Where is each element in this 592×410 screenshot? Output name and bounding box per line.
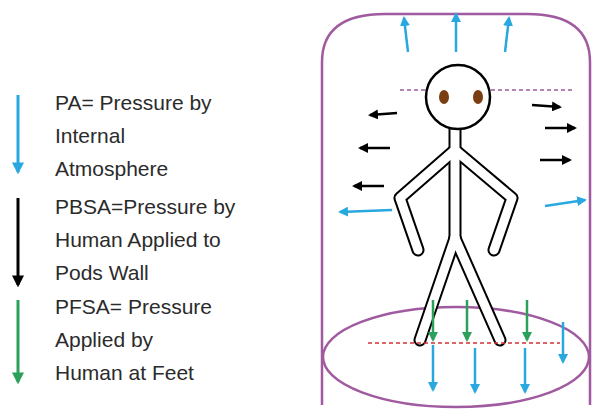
- legend-text: PA= Pressure by Internal Atmosphere: [55, 86, 235, 185]
- body-arrows: [354, 105, 575, 186]
- pod-wall: [322, 14, 590, 405]
- legend-text: PFSA= Pressure Applied by Human at Feet: [55, 290, 220, 389]
- feet-line: [368, 342, 560, 344]
- legend-arrow-blue: [17, 95, 20, 172]
- atmosphere-arrows: [340, 14, 585, 392]
- feet-arrows: [433, 300, 527, 340]
- legend-text: PBSA=Pressure by Human Applied to Pods W…: [55, 190, 247, 289]
- pod-floor: [323, 307, 589, 407]
- legend-arrow-black: [17, 198, 20, 285]
- stick-figure: [400, 65, 512, 340]
- legend-arrow-green: [17, 300, 20, 382]
